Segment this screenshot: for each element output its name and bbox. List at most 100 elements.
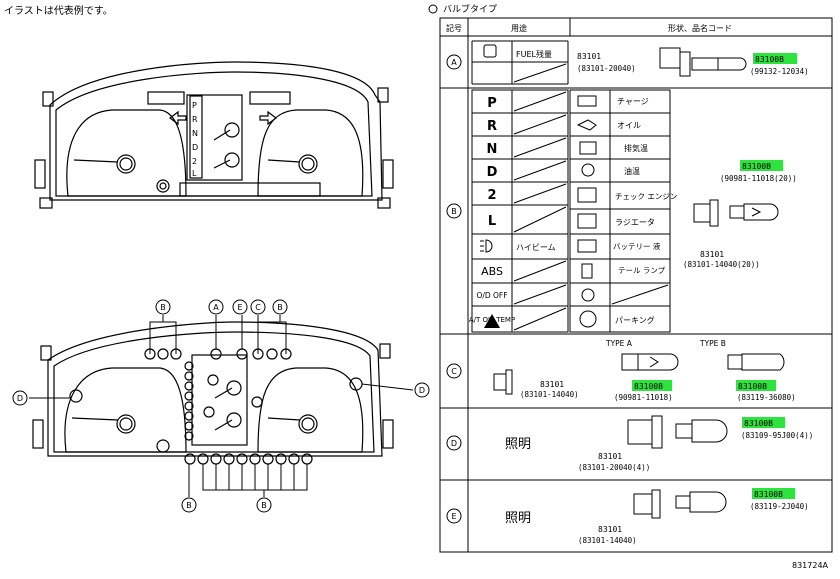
header-symbol: 記号 xyxy=(446,23,462,33)
svg-text:B: B xyxy=(160,303,166,312)
header-shape: 形状、品名コード xyxy=(668,23,732,33)
svg-text:R: R xyxy=(192,115,198,124)
gear-letters-front: P R N D 2 L xyxy=(192,101,198,178)
svg-text:B: B xyxy=(261,501,267,510)
svg-text:L: L xyxy=(488,214,496,229)
row-a: A FUEL残量 83101 (83101-20040) 83100B (991… xyxy=(446,44,809,77)
row-e-socket-no: 83101 xyxy=(598,525,622,534)
table-title: バルブタイプ xyxy=(443,3,497,15)
row-a-socket-code: (83101-20040) xyxy=(577,64,636,73)
callout-c: C xyxy=(250,299,266,315)
row-d-bulb-no: 83100B xyxy=(744,419,773,428)
type-a-label: TYPE A xyxy=(605,339,633,348)
svg-text:C: C xyxy=(255,303,261,312)
callout-d-left: D xyxy=(12,390,28,406)
svg-text:B: B xyxy=(451,207,457,216)
radiator-icon xyxy=(577,213,597,229)
row-e: E 照明 83100B (83119-2J040) 83101 (83101-1… xyxy=(446,488,809,545)
svg-text:D: D xyxy=(192,143,198,152)
radiator-label: ラジエータ xyxy=(615,218,655,227)
row-b-bulb-code: (90981-11018(20)) xyxy=(720,174,797,183)
callout-e: E xyxy=(232,299,248,315)
callout-bubbles: B A E C B D D B B xyxy=(12,299,430,513)
row-e-bulb-no: 83100B xyxy=(754,490,783,499)
row-c-bulb-b-code: (83119-36080) xyxy=(737,393,796,402)
row-e-bulb-code: (83119-2J040) xyxy=(750,502,809,511)
row-d-socket-code: (83101-20040(4)) xyxy=(578,463,650,472)
battery-label: バッテリー 液 xyxy=(613,241,661,251)
charge-icon xyxy=(577,95,597,107)
svg-text:N: N xyxy=(487,142,498,157)
row-a-bulb-no: 83100B xyxy=(755,55,784,64)
parking-label: パーキング xyxy=(615,315,655,325)
svg-text:E: E xyxy=(237,303,242,312)
exhaust-temp-label: 排気温 xyxy=(624,143,648,153)
row-d-bulb-code: (83109-95J00(4)) xyxy=(741,431,813,440)
svg-text:C: C xyxy=(451,367,457,376)
oil-icon xyxy=(576,119,597,131)
seat-icon xyxy=(581,288,595,302)
row-c-socket-code: (83101-14040) xyxy=(520,390,579,399)
gear-column: P R N D 2 L xyxy=(487,96,498,229)
row-b-socket-no: 83101 xyxy=(700,250,724,259)
svg-text:D: D xyxy=(17,394,23,403)
svg-text:A: A xyxy=(451,58,457,67)
row-c-bulb-b-no: 83100B xyxy=(738,382,767,391)
header-usage: 用途 xyxy=(511,23,527,33)
battery-icon xyxy=(577,239,597,253)
charge-label: チャージ xyxy=(617,97,649,106)
bulb-table: バルブタイプ 記号 用途 形状、品名コード A FUEL xyxy=(428,3,833,553)
check-engine-icon xyxy=(577,187,597,203)
callout-b-bottom-left: B xyxy=(181,497,197,513)
row-a-usage: FUEL残量 xyxy=(516,49,552,59)
callout-d-right: D xyxy=(414,382,430,398)
cluster-rear-view xyxy=(32,321,394,465)
svg-text:A: A xyxy=(213,303,219,312)
tail-lamp-icon xyxy=(581,263,593,279)
abs-label: ABS xyxy=(481,265,503,278)
high-beam-label: ハイビーム xyxy=(516,243,556,252)
callout-a: A xyxy=(208,299,224,315)
high-beam-icon xyxy=(480,239,493,253)
oil-temp-label: 油温 xyxy=(624,166,640,176)
row-b-socket-code: (83101-14040(20)) xyxy=(683,260,760,269)
row-b-bulb-no: 83100B xyxy=(742,162,771,171)
oil-temp-icon xyxy=(581,163,595,177)
svg-text:P: P xyxy=(487,96,497,111)
svg-text:B: B xyxy=(186,501,192,510)
svg-text:N: N xyxy=(192,129,198,138)
callout-b-right: B xyxy=(272,299,288,315)
check-engine-label: チェック エンジン xyxy=(615,192,677,201)
callout-leaders xyxy=(29,315,414,497)
svg-text:B: B xyxy=(277,303,283,312)
type-b-label: TYPE B xyxy=(699,339,726,348)
svg-text:E: E xyxy=(451,512,456,521)
row-b: B xyxy=(446,89,797,333)
row-c-socket-no: 83101 xyxy=(540,380,564,389)
svg-text:2: 2 xyxy=(487,188,496,203)
row-d-socket-no: 83101 xyxy=(598,452,622,461)
row-c: C TYPE A TYPE B 83101 (83101-14040) 8310… xyxy=(446,339,796,402)
svg-text:R: R xyxy=(487,119,497,134)
parking-icon xyxy=(579,310,597,328)
oil-label: オイル xyxy=(617,121,641,130)
exhaust-temp-icon xyxy=(579,141,597,155)
seatbelt-icon xyxy=(484,314,500,328)
od-off-label: O/D OFF xyxy=(476,291,507,300)
callout-b-bottom: B xyxy=(256,497,272,513)
cluster-front-view xyxy=(34,61,394,209)
svg-text:L: L xyxy=(192,169,197,178)
tail-lamp-label: テール ランプ xyxy=(618,266,666,275)
svg-text:2: 2 xyxy=(192,157,197,166)
svg-text:D: D xyxy=(451,439,457,448)
svg-text:P: P xyxy=(192,101,197,110)
row-a-socket-no: 83101 xyxy=(577,52,601,61)
row-c-bulb-a-code: (90981-11018) xyxy=(614,393,673,402)
row-d-usage: 照明 xyxy=(505,437,531,452)
figure-id: 831724A xyxy=(792,561,829,570)
fuel-icon xyxy=(483,44,497,58)
row-e-socket-code: (83101-14040) xyxy=(578,536,637,545)
row-c-bulb-a-no: 83100B xyxy=(634,382,663,391)
svg-text:D: D xyxy=(419,386,425,395)
